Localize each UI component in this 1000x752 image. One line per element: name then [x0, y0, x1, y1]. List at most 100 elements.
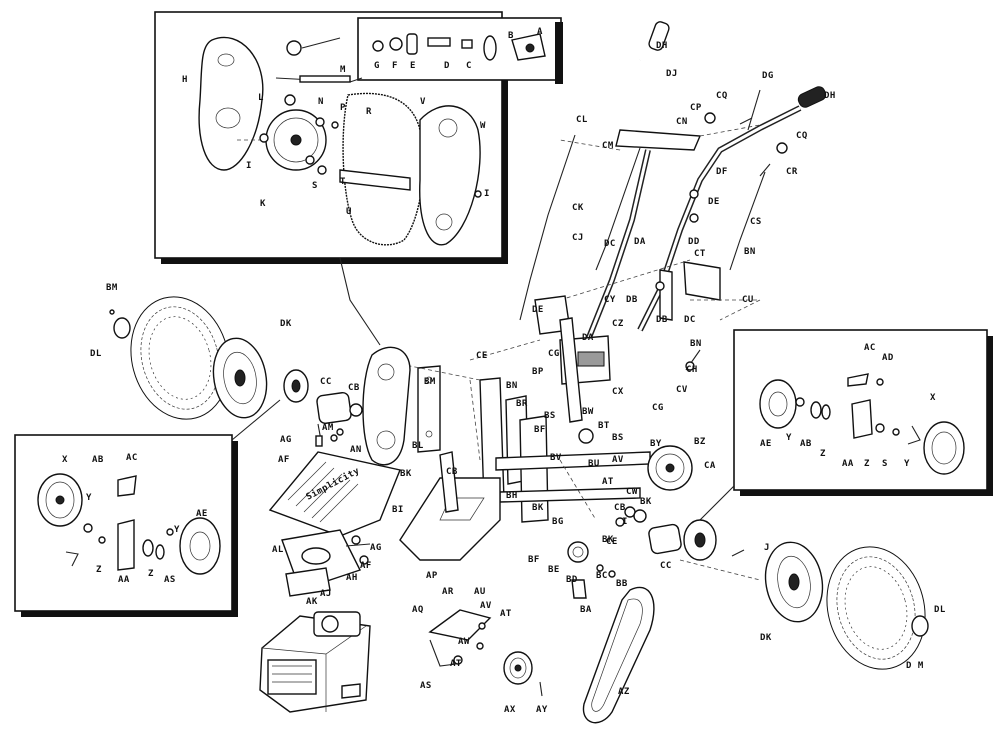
chain-guide-part	[198, 36, 264, 171]
callout-X: X	[62, 455, 68, 465]
callout-J: J	[764, 543, 770, 553]
callout-BK: BK	[400, 469, 412, 479]
callout-BS-right: BS	[612, 433, 624, 443]
callout-BB: BB	[616, 579, 628, 589]
callout-CA: CA	[704, 461, 716, 471]
right-wheel	[633, 509, 929, 670]
callout-CH: CH	[686, 365, 698, 375]
callout-S: S	[312, 181, 318, 191]
callout-CG: CG	[548, 349, 560, 359]
callout-AG-lower: AG	[370, 543, 382, 553]
callout-X-right: X	[930, 393, 936, 403]
callout-CU: CU	[742, 295, 754, 305]
drive-belt	[582, 586, 655, 724]
callout-Y-right-2: Y	[904, 459, 910, 469]
callout-BD: BD	[566, 575, 578, 585]
callout-CC: CC	[320, 377, 332, 387]
tube-part	[339, 169, 411, 191]
callout-BS: BS	[544, 411, 556, 421]
callout-V: V	[420, 97, 426, 107]
callout-AU: AU	[474, 587, 486, 597]
callout-AZ: AZ	[618, 687, 630, 697]
callout-AB: AB	[92, 455, 104, 465]
callout-BG: BG	[552, 517, 564, 527]
callout-CZ: CZ	[612, 319, 624, 329]
callout-AE: AE	[196, 509, 208, 519]
callout-BC: BC	[596, 571, 608, 581]
callout-DB: DB	[626, 295, 638, 305]
callout-Y-2: Y	[174, 525, 180, 535]
callout-BY: BY	[650, 439, 662, 449]
callout-AT-lower-2: AT	[450, 659, 462, 669]
callout-DA-lower: DA	[582, 333, 594, 343]
callout-M: M	[340, 65, 346, 75]
callout-Y-right: Y	[786, 433, 792, 443]
callout-BN-lower: BN	[690, 339, 702, 349]
callout-AQ: AQ	[412, 605, 424, 615]
callout-N: N	[318, 97, 324, 107]
callout-DM-right: D M	[906, 661, 924, 671]
callout-CB-left: CB	[348, 383, 360, 393]
callout-BK-pin: BK	[602, 535, 614, 545]
callout-DC: DC	[604, 239, 616, 249]
frame-assembly	[379, 295, 693, 599]
callout-I-small: I	[484, 189, 490, 199]
callout-BZ: BZ	[694, 437, 706, 447]
left-hub-inset	[14, 399, 281, 617]
callout-CB: CB	[614, 503, 626, 513]
callout-F: F	[392, 61, 398, 71]
grip-right	[797, 86, 827, 108]
callout-G: G	[374, 61, 380, 71]
callout-AY: AY	[536, 705, 548, 715]
engine-assembly	[259, 423, 401, 713]
callout-Y: Y	[86, 493, 92, 503]
callout-BM: BM	[424, 377, 436, 387]
callout-U: U	[346, 207, 352, 217]
callout-D: D	[444, 61, 450, 71]
callout-AE-right: AE	[760, 439, 772, 449]
callout-DC-lower: DC	[684, 315, 696, 325]
callout-DL-right: DL	[934, 605, 946, 615]
housing-part	[419, 105, 481, 246]
callout-BM-wheel: BM	[106, 283, 118, 293]
callout-AA-right: AA	[842, 459, 854, 469]
right-hub-inset	[699, 329, 993, 521]
callout-DH-2: DH	[824, 91, 836, 101]
callout-AC-right: AC	[864, 343, 876, 353]
callout-DH-1: DH	[656, 41, 668, 51]
callout-BF: BF	[534, 425, 546, 435]
callout-L: L	[258, 93, 264, 103]
callout-CN: CN	[676, 117, 688, 127]
callout-BL: BL	[412, 441, 424, 451]
callout-BE: BE	[548, 565, 560, 575]
callout-AL: AL	[272, 545, 284, 555]
callout-BW: BW	[582, 407, 594, 417]
callout-CS: CS	[750, 217, 762, 227]
callout-CM: CM	[602, 141, 614, 151]
callout-DA: DA	[634, 237, 646, 247]
callout-AK: AK	[306, 597, 318, 607]
callout-Z-2: Z	[148, 569, 154, 579]
callout-CB-frame: CB	[446, 467, 458, 477]
callout-C: C	[466, 61, 472, 71]
callout-CP: CP	[690, 103, 702, 113]
callout-AA: AA	[118, 575, 130, 585]
callout-DK: DK	[280, 319, 292, 329]
callout-CL: CL	[576, 115, 588, 125]
callout-P: P	[340, 103, 346, 113]
callout-DK-right: DK	[760, 633, 772, 643]
callout-DE-lower: DE	[532, 305, 544, 315]
callout-BF-lower: BF	[528, 555, 540, 565]
callout-AT: AT	[602, 477, 614, 487]
callout-AG: AG	[280, 435, 292, 445]
callout-AS: AS	[420, 681, 432, 691]
callout-AS-left: AS	[164, 575, 176, 585]
callout-AM: AM	[322, 423, 334, 433]
callout-DB-lower: DB	[656, 315, 668, 325]
callout-AT-lower: AT	[500, 609, 512, 619]
callout-AX: AX	[504, 705, 516, 715]
callout-BK-right: BK	[640, 497, 652, 507]
callout-BK-bolt: BK	[532, 503, 544, 513]
grip-left	[648, 21, 670, 51]
